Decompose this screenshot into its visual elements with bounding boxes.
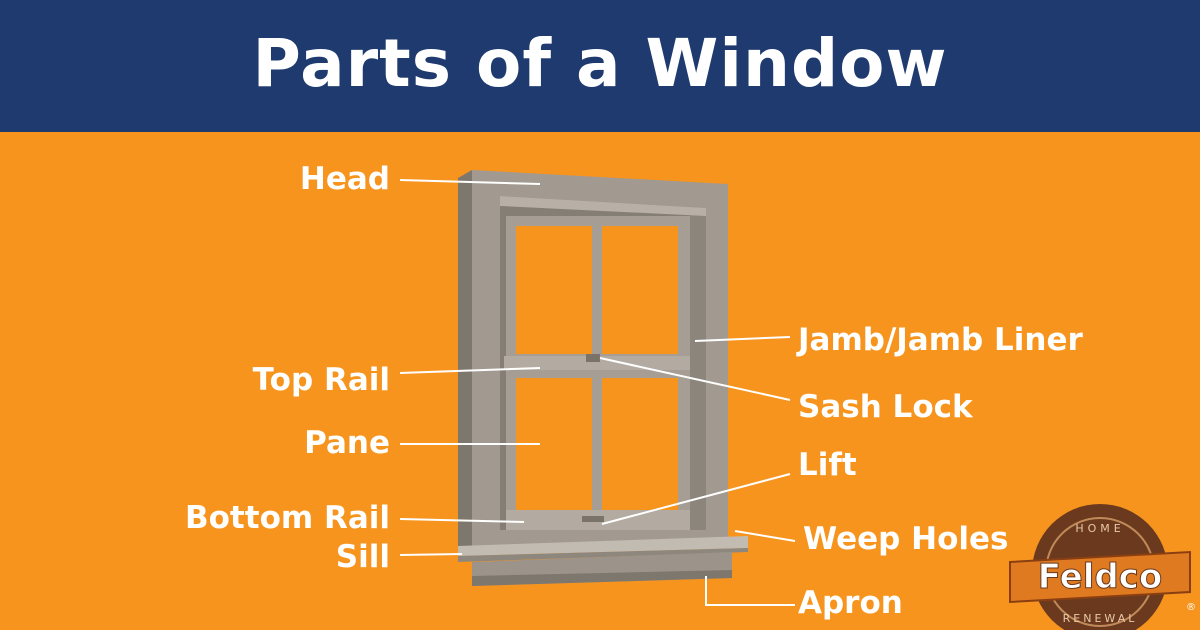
lower-pane-right (602, 378, 678, 510)
label-top-rail: Top Rail (252, 362, 390, 398)
title-banner: Parts of a Window (0, 0, 1200, 132)
label-apron: Apron (798, 585, 903, 621)
leader-jamb (694, 336, 791, 342)
logo-brand: Feldco (1038, 557, 1162, 597)
apron-shade (472, 570, 732, 586)
sill-front (458, 548, 748, 562)
head-trim (500, 196, 706, 216)
page-title: Parts of a Window (252, 25, 948, 102)
jamb-liner (690, 215, 706, 530)
leader-bottom-rail (399, 518, 525, 523)
label-pane: Pane (304, 425, 390, 461)
upper-pane-left (516, 226, 592, 354)
logo-bottom-text: RENEWAL (1063, 612, 1138, 625)
label-weep-holes: Weep Holes (803, 521, 1009, 557)
leader-weep-holes (734, 530, 796, 542)
leader-top-rail (399, 367, 541, 374)
label-sill: Sill (335, 539, 390, 575)
leader-apron (705, 576, 795, 606)
sash-lift (582, 516, 604, 522)
label-lift: Lift (798, 447, 857, 483)
meeting-rail (504, 356, 690, 370)
sash-lock (586, 354, 600, 362)
label-sash-lock: Sash Lock (798, 389, 973, 425)
label-bottom-rail: Bottom Rail (185, 500, 390, 536)
label-jamb: Jamb/Jamb Liner (798, 322, 1083, 358)
upper-pane-right (602, 226, 678, 354)
logo-banner (1009, 550, 1191, 604)
feldco-logo: HOME RENEWAL Feldco ® (1009, 504, 1196, 630)
leader-lift (601, 473, 791, 525)
label-head: Head (299, 161, 390, 197)
logo-mark: ® (1186, 602, 1196, 613)
leader-head (399, 179, 541, 185)
leader-sill (399, 553, 463, 556)
frame-side-shade (458, 170, 472, 552)
logo-top-text: HOME (1075, 522, 1124, 535)
leader-sash-lock (599, 357, 791, 401)
window-sill (458, 536, 748, 556)
